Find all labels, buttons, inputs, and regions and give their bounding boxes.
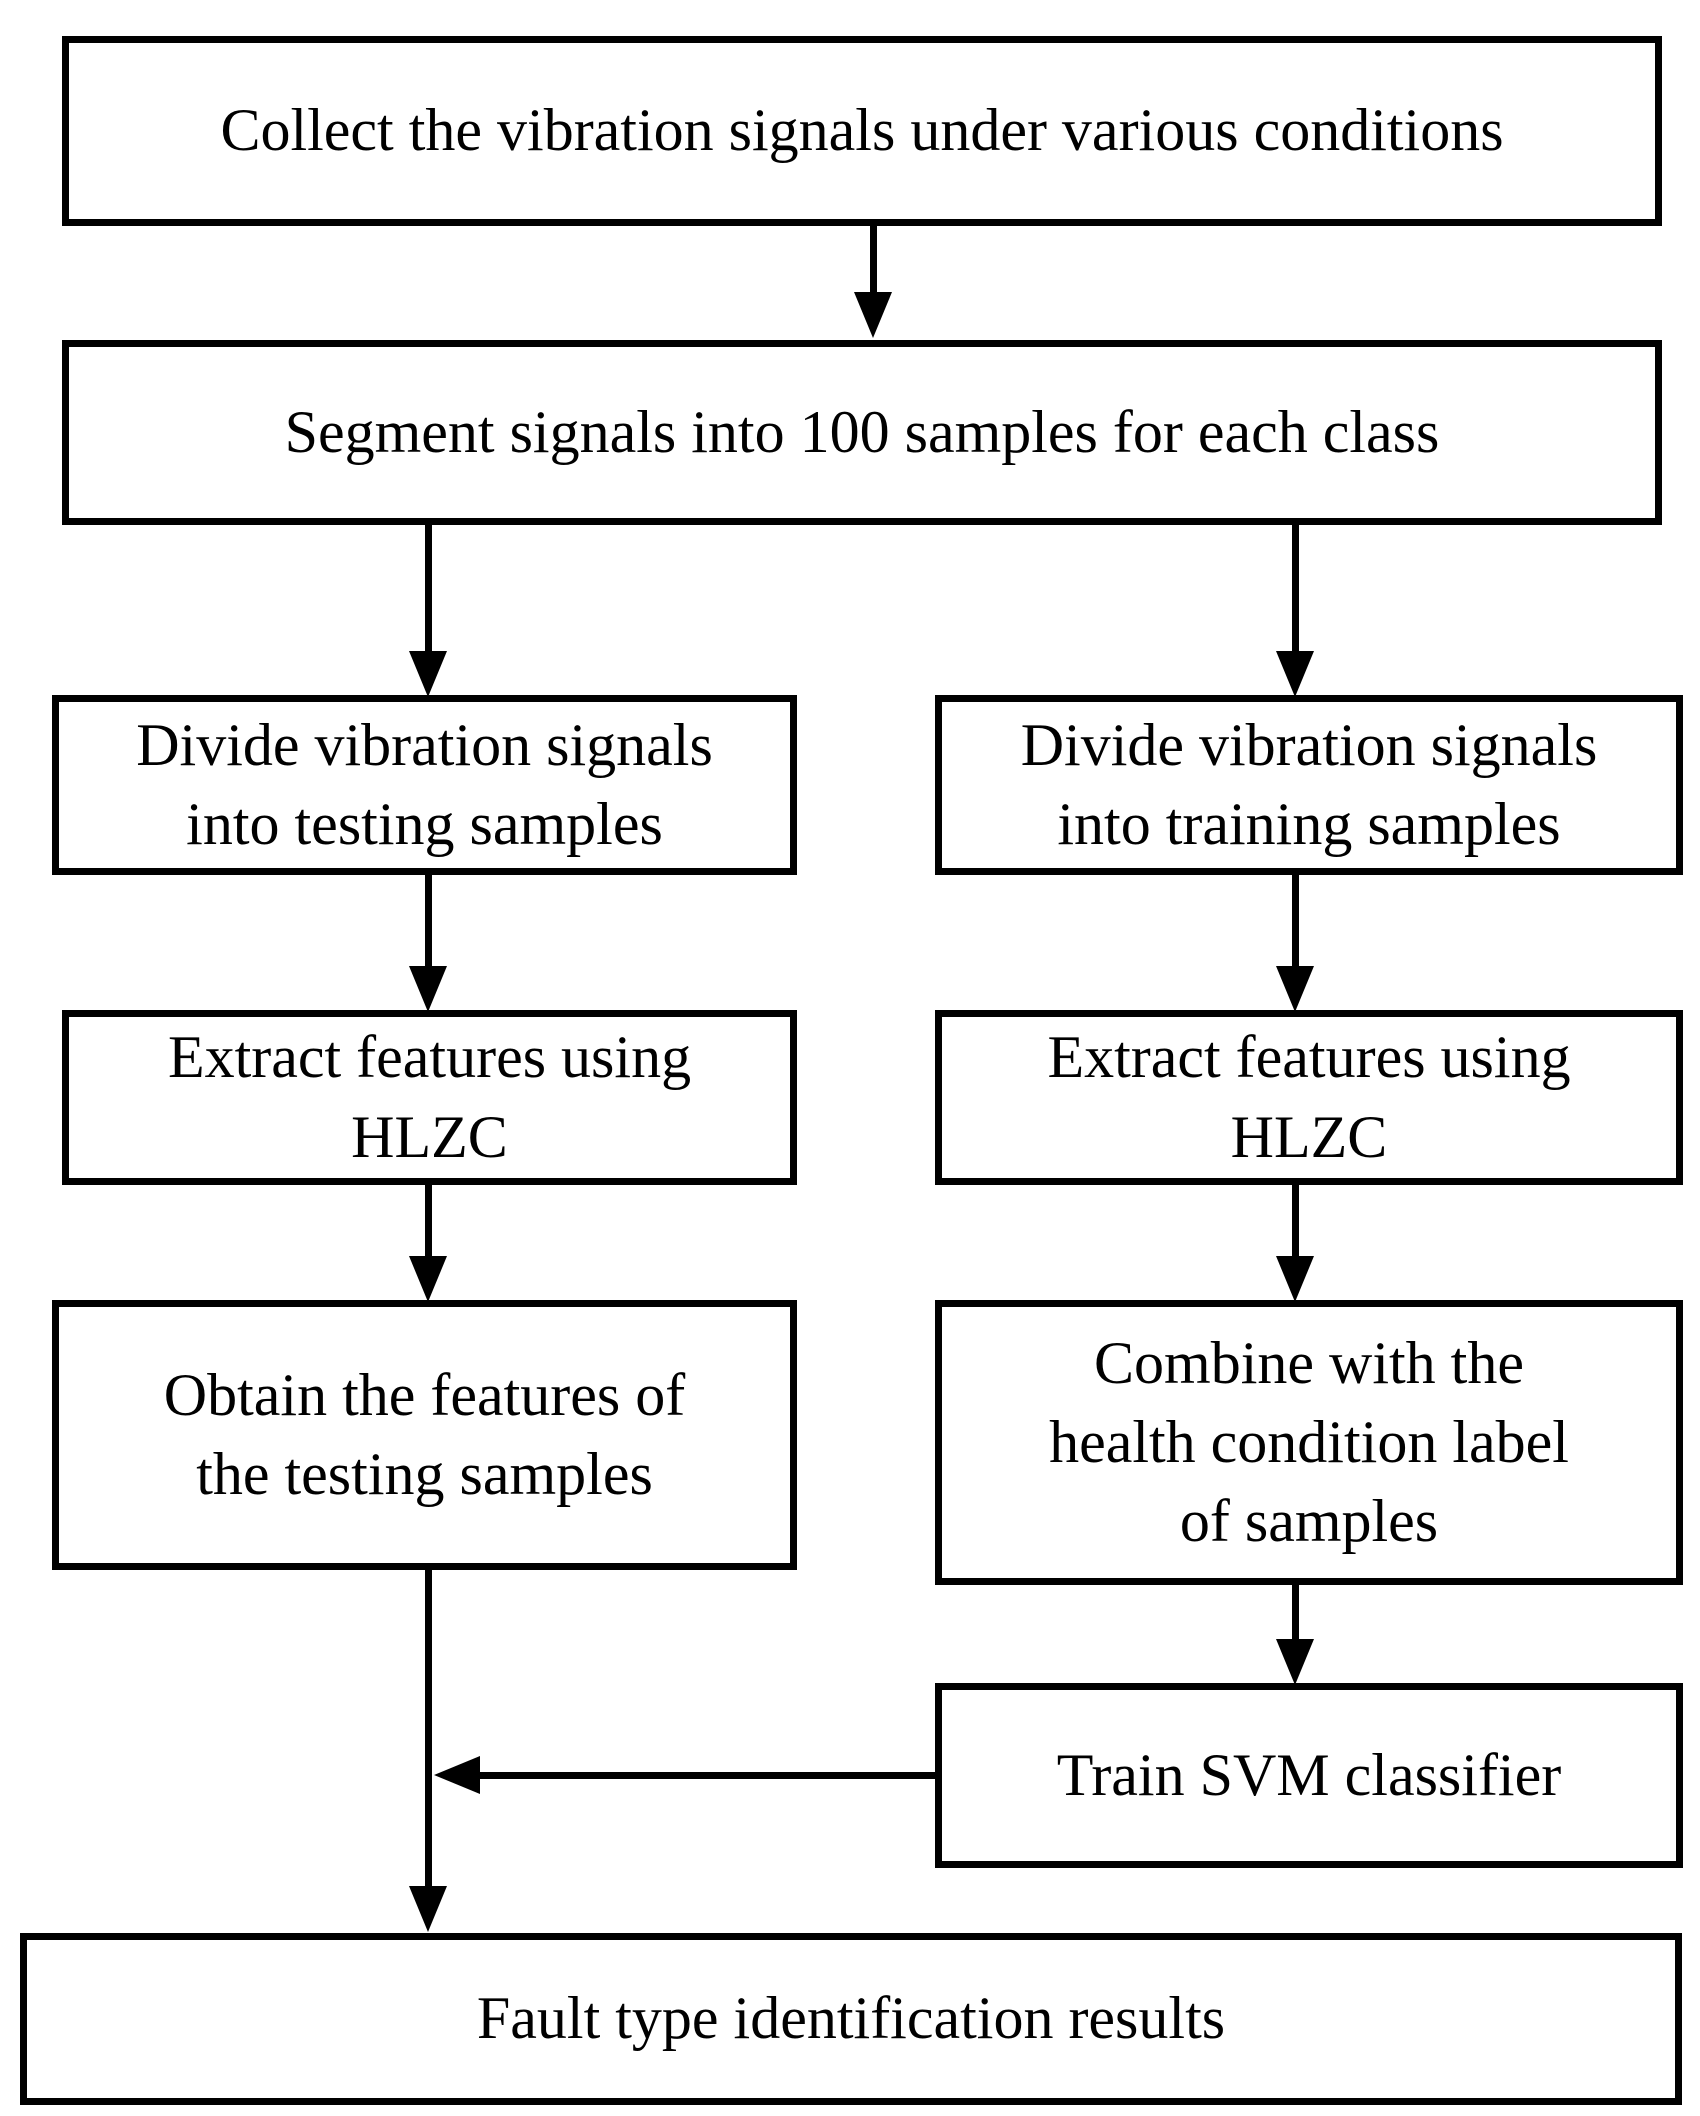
node-label: Train SVM classifier: [1056, 1741, 1562, 1808]
arrowhead-down-icon: [409, 1256, 447, 1302]
node-label-line: into training samples: [1057, 791, 1561, 857]
node-combine-health-label: Combine with the health condition label …: [935, 1300, 1683, 1585]
arrow-collect-to-segment: [870, 226, 877, 296]
node-label: Collect the vibration signals under vari…: [220, 97, 1504, 164]
node-extract-features-testing: Extract features using HLZC: [62, 1010, 797, 1185]
arrowhead-down-icon: [1276, 966, 1314, 1012]
node-label-line: HLZC: [1230, 1103, 1388, 1170]
arrow-extract-to-obtain: [425, 1185, 432, 1258]
arrowhead-down-icon: [409, 651, 447, 697]
node-label: Segment signals into 100 samples for eac…: [284, 398, 1440, 465]
node-label-line: into testing samples: [186, 791, 663, 857]
node-obtain-testing-features: Obtain the features of the testing sampl…: [52, 1300, 797, 1570]
arrowhead-left-icon: [434, 1756, 480, 1794]
arrow-train-svm-to-junction: [478, 1772, 935, 1779]
arrowhead-down-icon: [409, 966, 447, 1012]
node-label-line: Divide vibration signals: [136, 711, 713, 778]
node-label-line: Combine with the: [1094, 1329, 1524, 1396]
arrowhead-down-icon: [409, 1886, 447, 1932]
node-label-line: Obtain the features of: [163, 1361, 686, 1428]
arrowhead-down-icon: [1276, 1639, 1314, 1685]
arrowhead-down-icon: [1276, 651, 1314, 697]
node-fault-identification-results: Fault type identification results: [20, 1933, 1682, 2105]
node-label-line: Extract features using: [1047, 1024, 1571, 1091]
node-extract-features-training: Extract features using HLZC: [935, 1010, 1683, 1185]
arrowhead-down-icon: [854, 292, 892, 338]
arrow-extract-to-combine: [1292, 1185, 1299, 1258]
node-label-line: of samples: [1179, 1488, 1439, 1555]
node-divide-testing-samples: Divide vibration signals into testing sa…: [52, 695, 797, 875]
arrow-divide-training-to-extract: [1292, 875, 1299, 968]
node-label-line: HLZC: [351, 1103, 508, 1170]
node-label-line: the testing samples: [196, 1441, 653, 1507]
node-label-line: Divide vibration signals: [1020, 711, 1598, 778]
node-segment-signals: Segment signals into 100 samples for eac…: [62, 340, 1662, 525]
node-label: Fault type identification results: [476, 1985, 1226, 2052]
arrowhead-down-icon: [1276, 1256, 1314, 1302]
arrow-combine-to-train-svm: [1292, 1585, 1299, 1641]
arrow-segment-to-divide-training: [1292, 525, 1299, 653]
node-collect-vibration-signals: Collect the vibration signals under vari…: [62, 36, 1662, 226]
node-train-svm-classifier: Train SVM classifier: [935, 1683, 1683, 1868]
arrow-segment-to-divide-testing: [425, 525, 432, 653]
arrow-obtain-to-results: [425, 1570, 432, 1888]
arrow-divide-testing-to-extract: [425, 875, 432, 968]
node-divide-training-samples: Divide vibration signals into training s…: [935, 695, 1683, 875]
node-label-line: health condition label: [1049, 1408, 1569, 1475]
node-label-line: Extract features using: [167, 1024, 692, 1091]
